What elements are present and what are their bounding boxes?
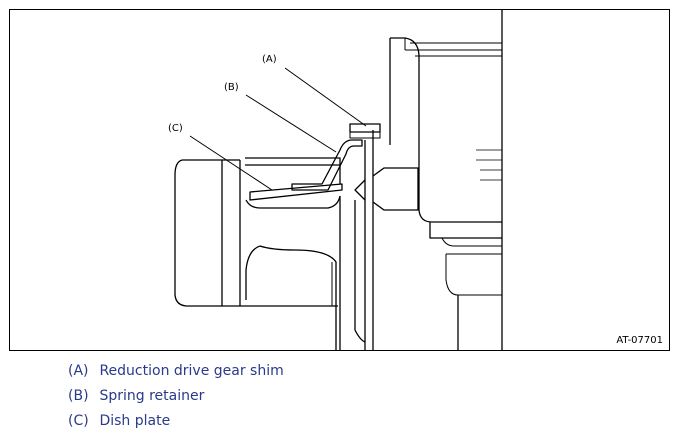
legend-item: (B) Spring retainer <box>68 387 284 412</box>
legend-key: (A) <box>68 363 89 379</box>
leader-line-c <box>189 135 273 191</box>
callout-a: (A) <box>262 54 277 65</box>
reduction-drive-gear-shim <box>349 123 381 133</box>
spring-retainer <box>291 139 363 191</box>
legend-list: (A) Reduction drive gear shim (B) Spring… <box>68 362 284 437</box>
legend-key: (B) <box>68 388 89 404</box>
legend-item: (A) Reduction drive gear shim <box>68 362 284 387</box>
legend-key: (C) <box>68 413 89 429</box>
figure-id: AT-07701 <box>616 335 663 346</box>
callout-b: (B) <box>224 82 239 93</box>
legend-item: (C) Dish plate <box>68 412 284 437</box>
legend-text: Dish plate <box>99 413 171 429</box>
shaft-outline <box>364 140 374 350</box>
diagram-frame: (A) (B) (C) AT-07701 <box>9 9 670 351</box>
dish-plate <box>249 183 343 201</box>
cross-section-drawing <box>174 10 503 350</box>
legend-text: Reduction drive gear shim <box>99 363 284 379</box>
callout-c: (C) <box>168 123 183 134</box>
leader-line-b <box>245 94 337 153</box>
housing-outline <box>174 159 240 307</box>
leader-line-a <box>284 67 367 127</box>
legend-text: Spring retainer <box>99 388 205 404</box>
